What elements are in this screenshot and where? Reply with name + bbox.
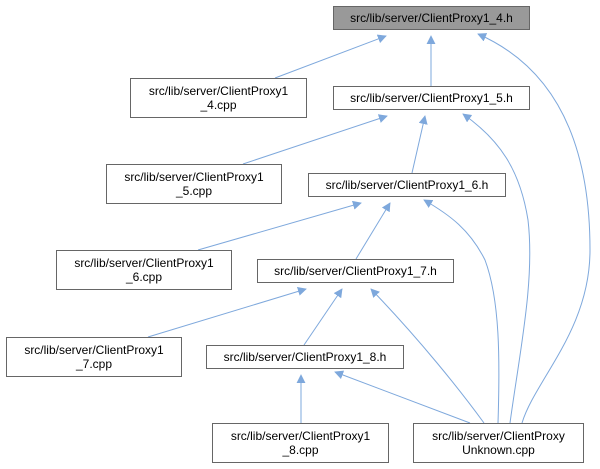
- edge-unknown-to-h7: [370, 288, 485, 424]
- node-clientproxy1-8-cpp[interactable]: src/lib/server/ClientProxy1 _8.cpp: [212, 423, 389, 463]
- edge-h7-to-h6: [355, 202, 391, 260]
- edge-cpp6-to-h6: [197, 200, 362, 251]
- node-clientproxy1-6-h[interactable]: src/lib/server/ClientProxy1_6.h: [308, 173, 506, 197]
- node-label: src/lib/server/ClientProxy1_8.h: [223, 350, 387, 364]
- node-clientproxy1-6-cpp[interactable]: src/lib/server/ClientProxy1 _6.cpp: [56, 250, 232, 290]
- edge-cpp7-to-h7: [147, 287, 307, 338]
- node-clientproxy1-5-h[interactable]: src/lib/server/ClientProxy1_5.h: [333, 86, 530, 110]
- node-label-line2: _4.cpp: [200, 98, 237, 112]
- node-clientproxy-unknown-cpp[interactable]: src/lib/server/ClientProxy Unknown.cpp: [413, 423, 584, 463]
- node-clientproxy1-7-h[interactable]: src/lib/server/ClientProxy1_7.h: [257, 259, 454, 283]
- node-label-line1: src/lib/server/ClientProxy1: [148, 84, 289, 98]
- node-label-line2: _8.cpp: [282, 443, 319, 457]
- node-label-line2: _6.cpp: [125, 270, 163, 284]
- node-clientproxy1-7-cpp[interactable]: src/lib/server/ClientProxy1 _7.cpp: [6, 337, 182, 377]
- node-label-line2: _7.cpp: [75, 357, 113, 371]
- node-label-line1: src/lib/server/ClientProxy1: [124, 170, 264, 184]
- edge-h8-to-h7: [303, 288, 343, 346]
- edge-unknown-to-h8: [334, 370, 471, 424]
- edge-unknown-to-h6: [423, 199, 500, 424]
- edge-unknown-to-h5: [462, 113, 531, 424]
- node-label-line1: src/lib/server/ClientProxy1: [24, 343, 164, 357]
- node-label-line1: src/lib/server/ClientProxy1: [230, 429, 371, 443]
- node-clientproxy1-4-h: src/lib/server/ClientProxy1_4.h: [333, 6, 530, 30]
- edge-cpp4-to-h4: [274, 34, 387, 79]
- node-label-line2: _5.cpp: [175, 184, 213, 198]
- node-label: src/lib/server/ClientProxy1_7.h: [274, 264, 437, 278]
- node-label-line2: Unknown.cpp: [462, 443, 535, 457]
- edge-cpp5-to-h5: [242, 114, 388, 165]
- node-label: src/lib/server/ClientProxy1_5.h: [350, 91, 513, 105]
- node-clientproxy1-4-cpp[interactable]: src/lib/server/ClientProxy1 _4.cpp: [130, 78, 307, 118]
- node-label: src/lib/server/ClientProxy1_6.h: [325, 178, 489, 192]
- edge-h6-to-h5: [411, 115, 428, 174]
- node-label: src/lib/server/ClientProxy1_4.h: [350, 11, 513, 25]
- node-label-line1: src/lib/server/ClientProxy1: [74, 256, 214, 270]
- node-clientproxy1-5-cpp[interactable]: src/lib/server/ClientProxy1 _5.cpp: [106, 164, 282, 204]
- node-label-line1: src/lib/server/ClientProxy: [432, 429, 565, 443]
- edge-unknown-to-h4: [477, 33, 591, 424]
- node-clientproxy1-8-h[interactable]: src/lib/server/ClientProxy1_8.h: [206, 345, 404, 369]
